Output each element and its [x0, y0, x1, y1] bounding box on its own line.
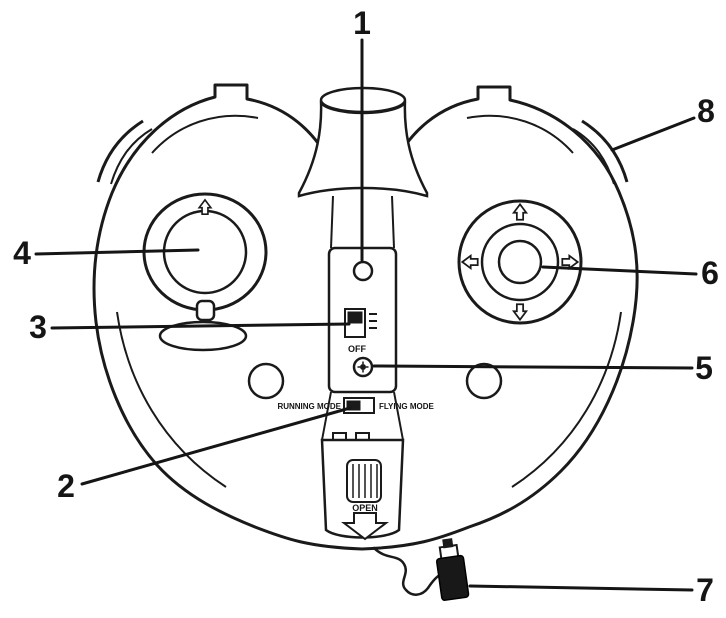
callout-2-line — [80, 406, 352, 486]
callout-lines — [34, 38, 698, 592]
handle-slot-left-inner — [110, 128, 153, 185]
callout-7-line — [468, 584, 694, 592]
handle-slot-left-icon — [96, 119, 144, 183]
center-channel-right-line — [391, 195, 395, 249]
power-led-indicator — [352, 260, 374, 282]
center-channel-left-line — [330, 195, 334, 249]
callout-6-number: 6 — [701, 255, 719, 291]
running-mode-label: RUNNING MODE — [277, 402, 341, 411]
charging-connector — [435, 538, 470, 601]
callout-numbers: 1 2 3 4 5 6 7 8 — [13, 5, 719, 608]
right-shell-collar — [466, 114, 574, 154]
callout-3-line — [50, 322, 351, 330]
callout-1-number: 1 — [353, 5, 371, 41]
callout-3-number: 3 — [29, 309, 47, 345]
callout-4-line — [34, 248, 200, 256]
control-panel: OFF — [327, 246, 398, 394]
right-grip-line — [511, 311, 622, 488]
charging-cable — [372, 546, 442, 596]
right-stick-knob — [497, 239, 543, 285]
channel-switch-knob — [347, 311, 363, 324]
open-label: OPEN — [352, 503, 378, 513]
mode-switch: RUNNING MODE FLYING MODE — [277, 397, 434, 414]
handle-slot-right-inner — [572, 128, 615, 185]
left-thumb-rest — [158, 320, 248, 352]
mode-switch-knob — [346, 400, 361, 411]
open-arrow-icon — [341, 512, 389, 541]
callout-2-number: 2 — [57, 468, 75, 504]
callout-4-number: 4 — [13, 235, 31, 271]
screw-left — [247, 362, 285, 400]
callout-5-number: 5 — [695, 350, 713, 386]
off-label: OFF — [348, 344, 366, 354]
battery-grip — [346, 459, 382, 503]
handle-slot-right-icon — [581, 119, 629, 183]
left-stick-tab — [195, 299, 216, 322]
power-button-dot — [360, 364, 366, 370]
left-shell-collar — [151, 114, 259, 154]
battery-channel-right — [393, 391, 404, 441]
screw-right — [465, 362, 503, 400]
flying-mode-label: FLYING MODE — [379, 402, 434, 411]
callout-8-number: 8 — [697, 93, 715, 129]
callout-7-number: 7 — [696, 572, 714, 608]
battery-compartment: OPEN — [320, 391, 405, 541]
callout-8-line — [610, 116, 696, 152]
right-stick — [457, 199, 583, 325]
callout-5-line — [372, 364, 694, 370]
connector-body — [435, 554, 470, 601]
left-grip-line — [116, 311, 227, 488]
callout-6-line — [541, 265, 698, 276]
cable-line — [372, 546, 442, 596]
connector-nub — [442, 538, 454, 549]
